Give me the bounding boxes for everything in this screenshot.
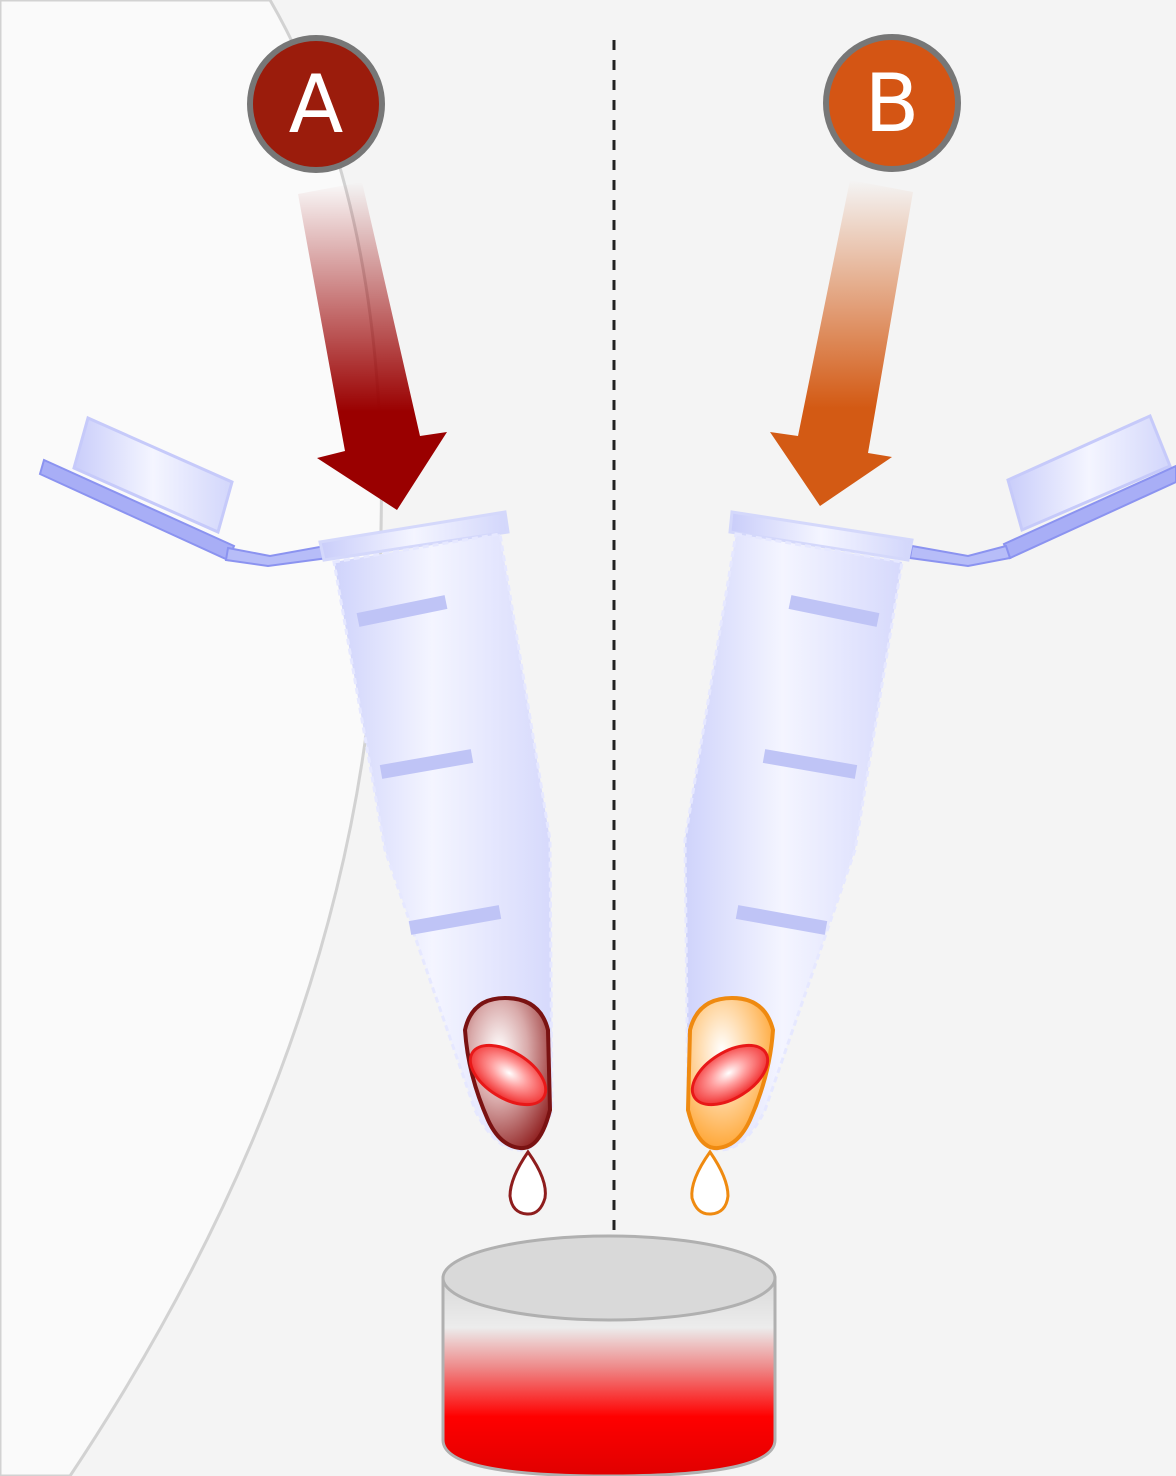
- tube-b-drop: [692, 1152, 728, 1214]
- tube-a-drop: [510, 1152, 545, 1214]
- tube-b: [682, 416, 1176, 1214]
- badge-b: B: [826, 37, 958, 169]
- arrow-b: [770, 180, 913, 506]
- tube-b-lid: [910, 416, 1176, 566]
- badge-a-label: A: [289, 58, 344, 151]
- badge-b-label: B: [865, 57, 920, 150]
- collection-container: [443, 1236, 775, 1476]
- badge-a: A: [250, 38, 382, 170]
- container-top: [443, 1236, 775, 1320]
